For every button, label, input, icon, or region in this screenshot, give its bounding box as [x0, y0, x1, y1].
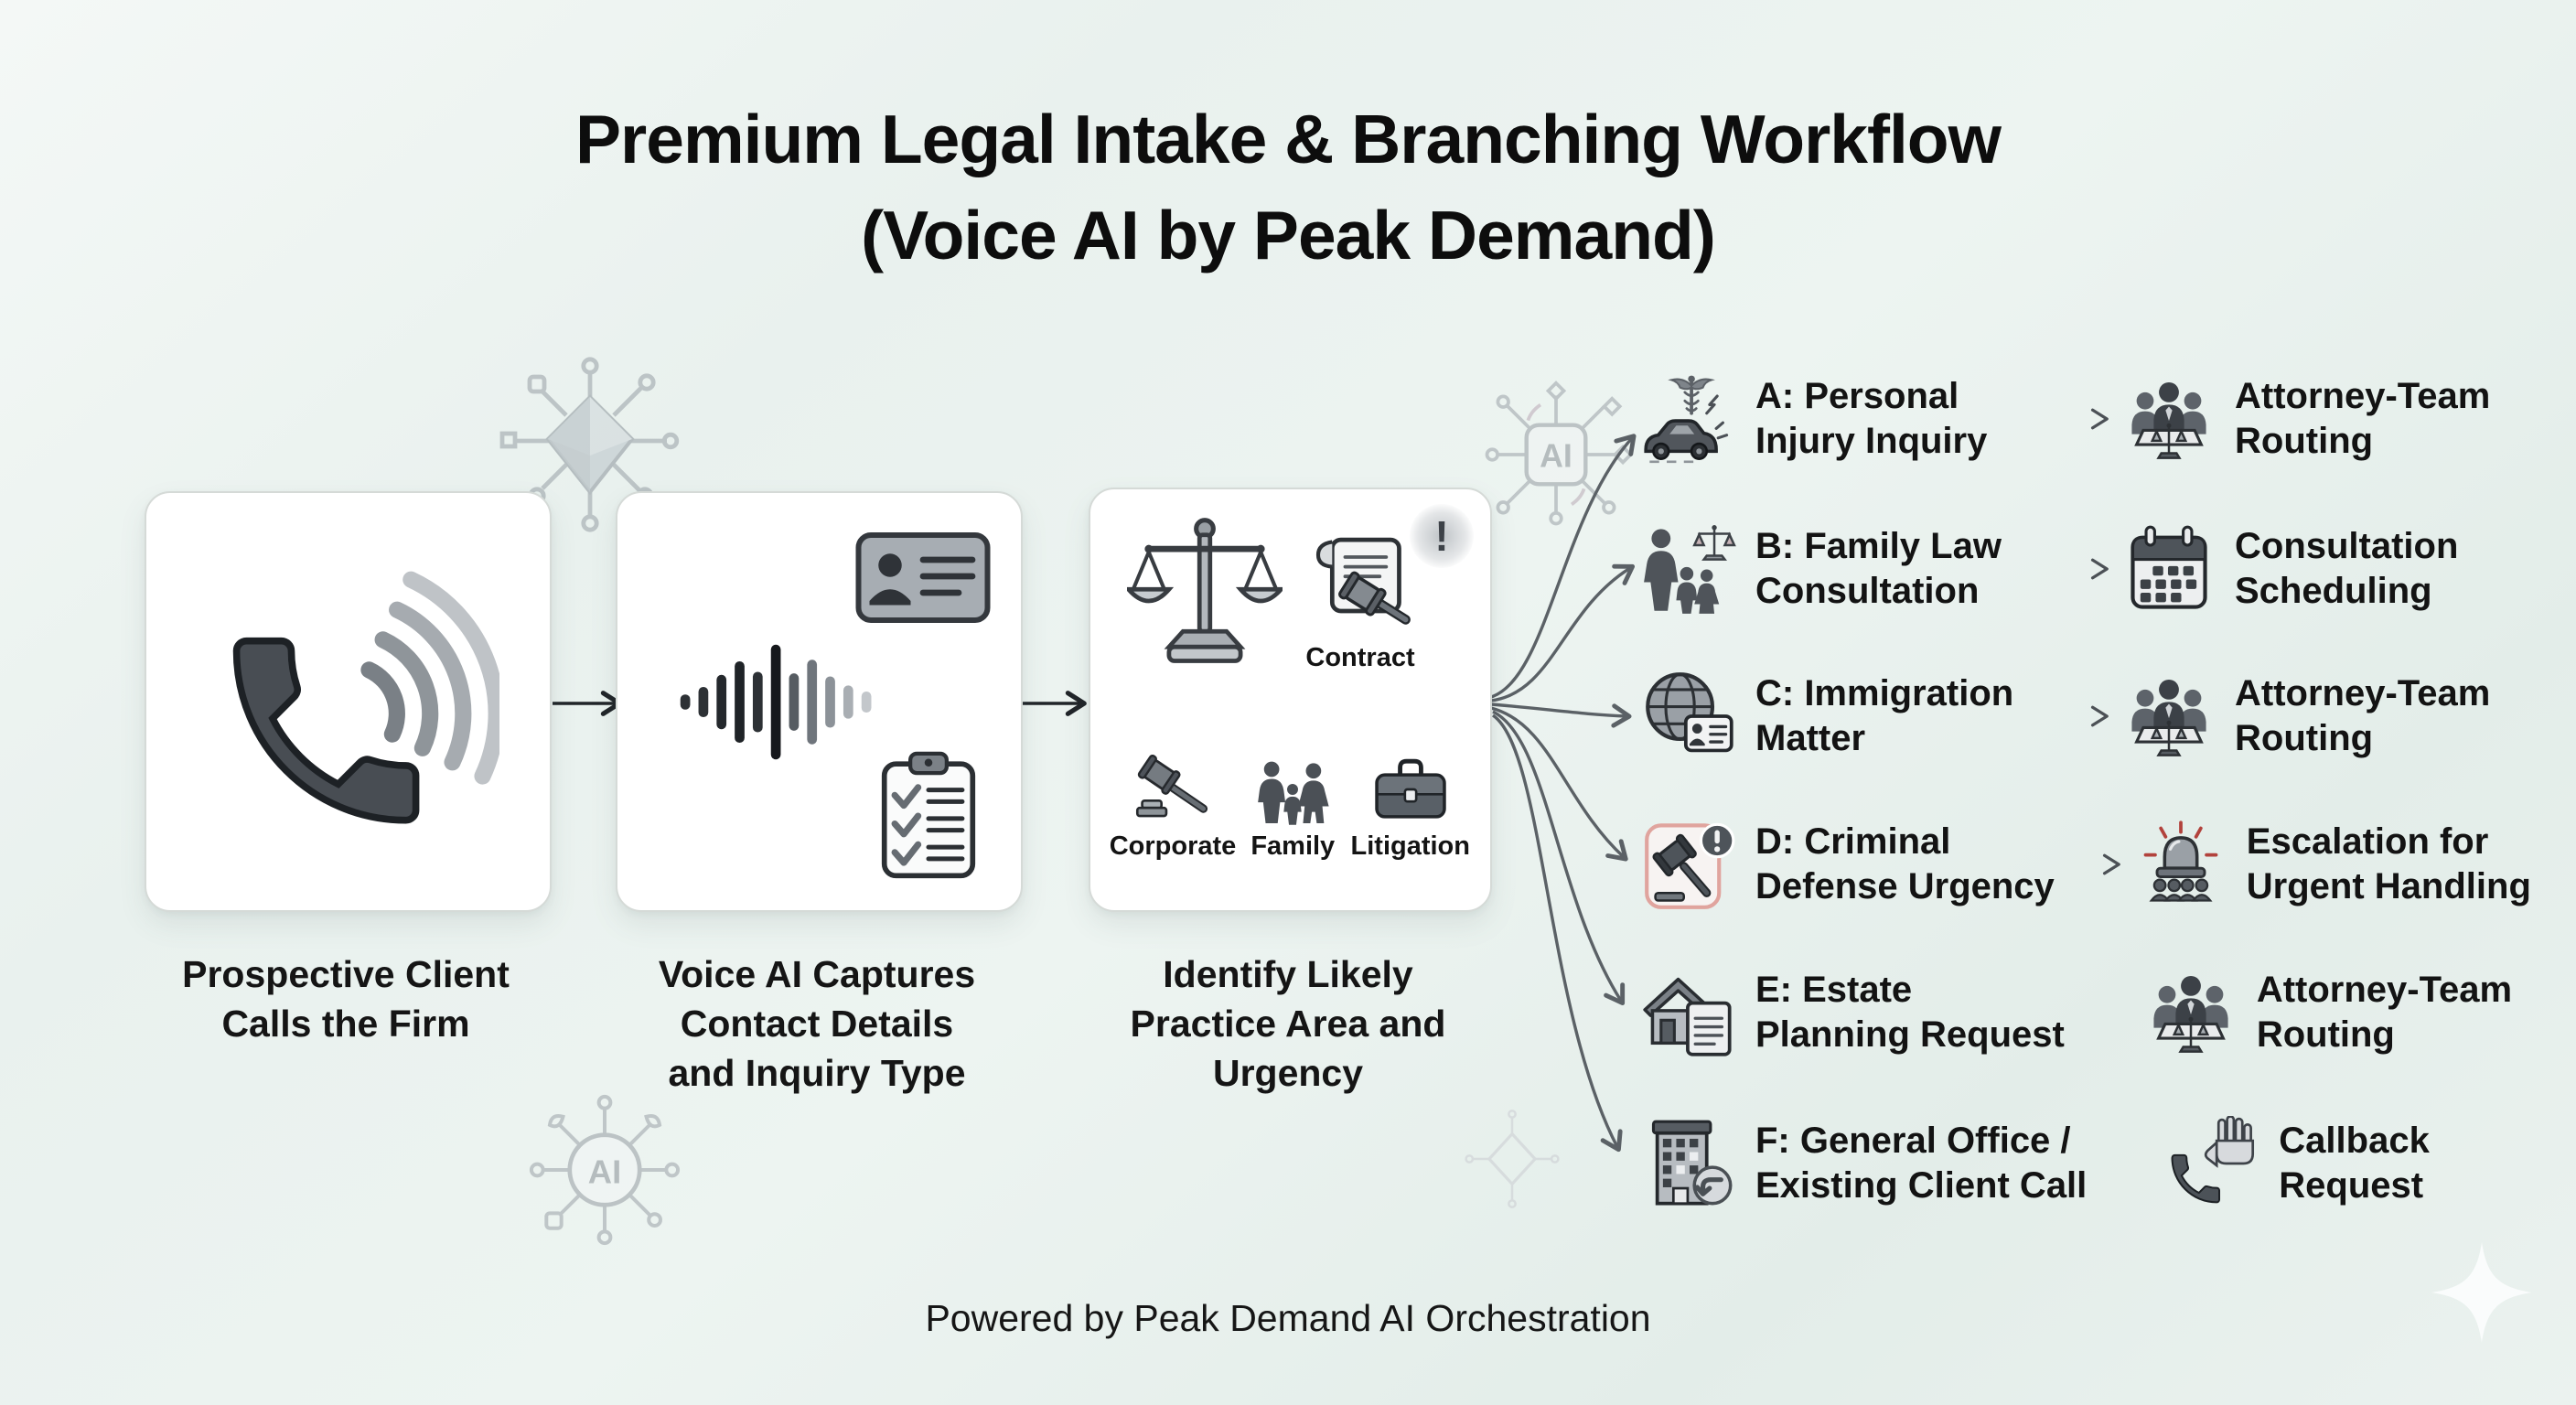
branch-row-f: F: General Office / Existing Client Call… — [1642, 1090, 2566, 1237]
footer-text: Powered by Peak Demand AI Orchestration — [925, 1297, 1651, 1339]
contract-label: Contract — [1305, 643, 1415, 672]
step2-label-line1: Voice AI Captures — [658, 953, 976, 995]
office-building-icon — [1642, 1116, 1737, 1211]
step-label-voice-capture: Voice AI Captures Contact Details and In… — [584, 949, 1050, 1098]
branch-row-e: E: Estate Planning Request Attorney-Team… — [1642, 939, 2544, 1086]
branch-b-label: B: Family Law Consultation — [1755, 526, 2002, 611]
scales-of-justice-icon — [1127, 513, 1283, 669]
corporate-gavel-icon — [1132, 749, 1213, 830]
family-law-icon — [1642, 521, 1737, 617]
litigation-item: Litigation — [1351, 749, 1470, 862]
escalation-siren-icon — [2133, 817, 2228, 912]
step1-label-line2: Calls the Firm — [221, 1003, 470, 1046]
estate-planning-house-icon — [1642, 965, 1737, 1060]
calendar-icon — [2121, 521, 2216, 617]
step-card-voice-capture — [616, 491, 1023, 912]
branch-d-outcome-label: Escalation for Urgent Handling — [2246, 821, 2531, 906]
step1-label-line1: Prospective Client — [182, 953, 510, 995]
step3-label-line2: Practice Area and — [1130, 1003, 1446, 1046]
sparkle-network-icon — [499, 357, 680, 532]
branch-row-c: C: Immigration Matter Attorney-Team Rout… — [1642, 643, 2522, 789]
step2-label-line2: Contact Details — [680, 1003, 954, 1046]
ai-node-label: AI — [588, 1153, 621, 1191]
litigation-briefcase-icon — [1370, 749, 1451, 830]
family-item: Family — [1235, 749, 1351, 862]
step-label-practice-area: Identify Likely Practice Area and Urgenc… — [1059, 949, 1517, 1098]
family-icon — [1252, 749, 1333, 830]
clipboard-checklist-icon — [876, 751, 981, 881]
branch-row-b: B: Family Law Consultation Consultation … — [1642, 496, 2522, 642]
immigration-globe-icon — [1642, 669, 1737, 764]
branch-e-label: E: Estate Planning Request — [1755, 970, 2065, 1055]
urgency-alert-badge: ! — [1410, 504, 1474, 568]
fan-arrow-c — [1490, 702, 1632, 728]
step-label-client-call: Prospective Client Calls the Firm — [108, 949, 584, 1048]
attorney-team-icon — [2121, 669, 2216, 764]
step-card-practice-area: Contract ! Corporate Family Litigation — [1089, 488, 1492, 912]
branch-row-a: A: Personal Injury Inquiry Attorney-Team… — [1642, 346, 2522, 492]
diamond-network-icon — [1465, 1110, 1560, 1208]
step-card-client-call — [145, 491, 552, 912]
sparkle-icon — [2431, 1242, 2532, 1343]
branch-b-outcome-label: Consultation Scheduling — [2235, 526, 2459, 611]
ai-chip-icon: AI — [1485, 381, 1634, 526]
phone-call-icon — [198, 551, 499, 853]
branch-a-label: A: Personal Injury Inquiry — [1755, 376, 1988, 461]
step3-label-line3: Urgency — [1212, 1052, 1364, 1095]
contract-item: Contract — [1297, 533, 1423, 673]
branch-row-d: D: Criminal Defense Urgency Escalation f… — [1642, 791, 2534, 938]
litigation-label: Litigation — [1350, 831, 1470, 861]
branch-b-arrow — [2043, 556, 2121, 582]
step2-label-line3: and Inquiry Type — [668, 1052, 966, 1095]
page-title: Premium Legal Intake & Branching Workflo… — [0, 91, 2576, 284]
branch-c-arrow — [2043, 703, 2121, 729]
fan-arrow-d — [1490, 706, 1628, 862]
family-label: Family — [1250, 831, 1336, 861]
corporate-item: Corporate — [1109, 749, 1237, 862]
branch-e-outcome-label: Attorney-Team Routing — [2256, 970, 2513, 1055]
practice-area-row: Corporate Family Litigation — [1105, 749, 1476, 862]
ai-chip-label: AI — [1540, 438, 1572, 475]
criminal-defense-gavel-icon — [1642, 817, 1737, 912]
branch-a-outcome-label: Attorney-Team Routing — [2235, 376, 2491, 461]
branch-c-outcome-label: Attorney-Team Routing — [2235, 673, 2491, 758]
contract-icon — [1306, 533, 1414, 641]
branch-f-outcome-label: Callback Request — [2279, 1121, 2430, 1206]
step3-label-line1: Identify Likely — [1163, 953, 1413, 995]
fan-arrow-b — [1490, 563, 1636, 702]
personal-injury-icon — [1642, 371, 1737, 467]
attorney-team-icon — [2143, 965, 2238, 1060]
branch-a-arrow — [2043, 406, 2121, 432]
id-card-icon — [854, 530, 992, 626]
attorney-team-icon — [2121, 371, 2216, 467]
page-title-line-2: (Voice AI by Peak Demand) — [861, 197, 1716, 273]
branch-f-label: F: General Office / Existing Client Call — [1755, 1121, 2088, 1206]
branch-d-arrow — [2055, 852, 2133, 877]
voice-waveform-icon — [641, 627, 916, 778]
corporate-label: Corporate — [1109, 831, 1237, 861]
page-title-line-1: Premium Legal Intake & Branching Workflo… — [575, 101, 2002, 177]
ai-node-icon: AI — [529, 1094, 681, 1246]
callback-phone-icon — [2165, 1116, 2260, 1211]
branch-d-label: D: Criminal Defense Urgency — [1755, 821, 2055, 906]
branch-c-label: C: Immigration Matter — [1755, 673, 2014, 758]
